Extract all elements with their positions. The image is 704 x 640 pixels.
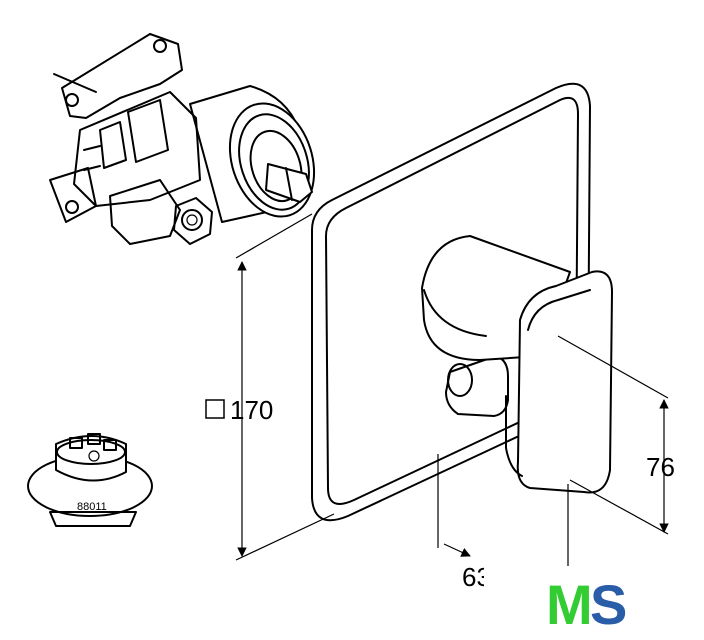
- dimension-label-76: 76: [646, 452, 675, 482]
- cartridge-88011: 88011: [27, 433, 153, 527]
- dimension-label-170: 170: [230, 395, 273, 425]
- logo-letter-m: M: [546, 573, 593, 636]
- dimension-76: 76: [557, 335, 675, 535]
- cartridge-label: 88011: [77, 501, 107, 513]
- ms-logo: M S: [484, 566, 634, 638]
- mixer-handle: [421, 235, 613, 494]
- rough-in-valve-body: [49, 33, 316, 245]
- dimension-170: 170: [205, 213, 335, 561]
- logo-letter-s: S: [590, 573, 627, 636]
- square-symbol: [205, 399, 225, 419]
